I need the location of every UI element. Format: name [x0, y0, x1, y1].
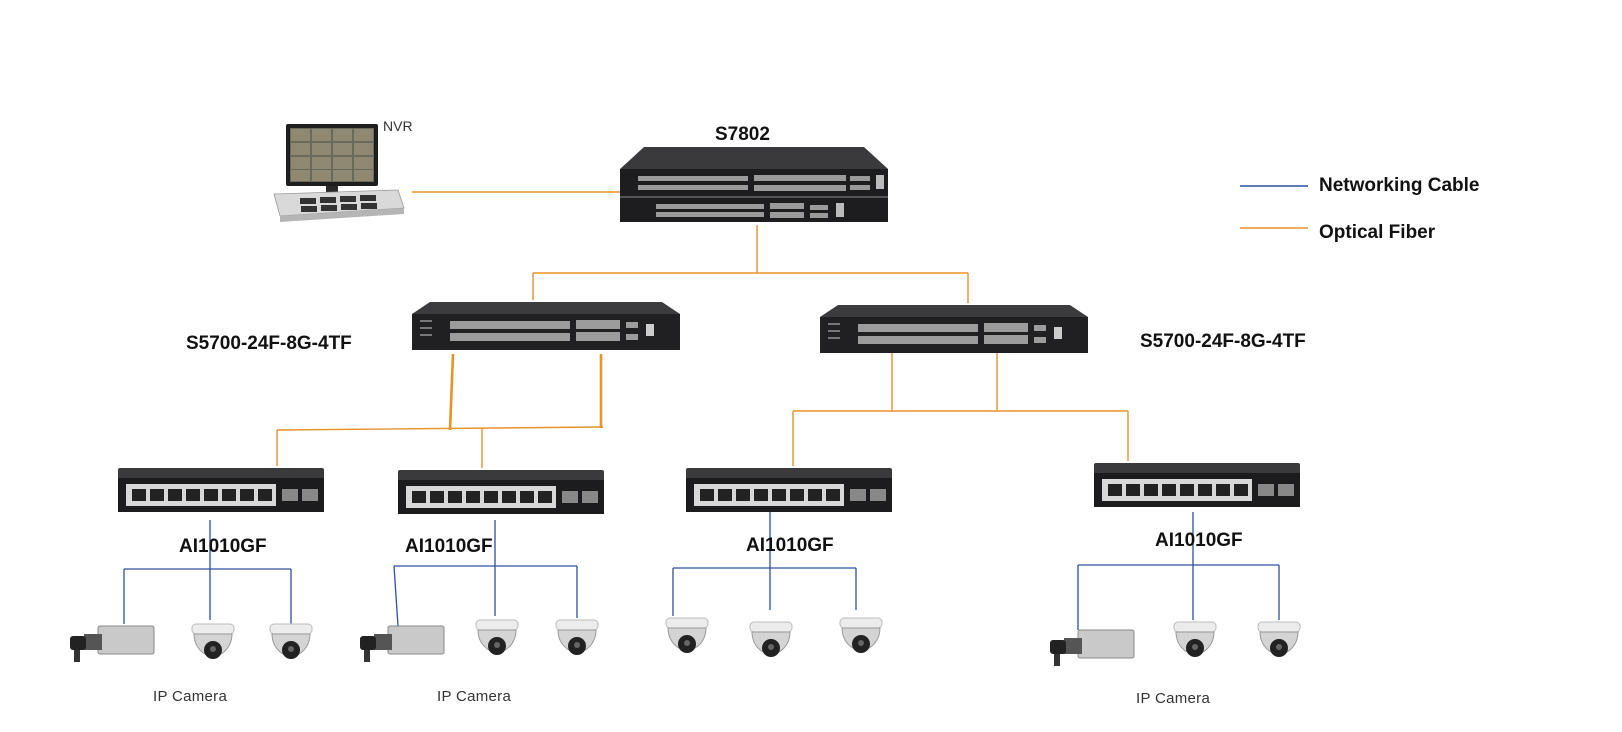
core-switch-label: S7802 [715, 124, 770, 145]
nvr-label: NVR [383, 118, 413, 134]
dome-camera-icon [190, 620, 236, 668]
desktop-switch-icon [1094, 463, 1300, 507]
box-camera-icon [1048, 626, 1138, 672]
camera-group-label-4: IP Camera [1136, 690, 1211, 707]
rack-switch-icon [820, 305, 1088, 353]
legend-swatches [1240, 185, 1308, 229]
aggregation-switch-device-2 [818, 303, 1090, 357]
dome-camera-icon [268, 620, 314, 668]
access-switch-device-4 [1092, 461, 1302, 511]
chassis-switch-icon [620, 147, 888, 222]
dome-camera-icon [838, 614, 884, 662]
dome-camera-icon [664, 614, 710, 662]
nvr-device [270, 118, 410, 226]
camera-group-label-1: IP Camera [153, 688, 228, 705]
dome-camera-icon [748, 618, 794, 666]
desktop-switch-icon [118, 468, 324, 512]
dome-camera-icon [554, 616, 600, 664]
aggregation-switch-label-1: S5700-24F-8G-4TF [186, 333, 352, 354]
dome-camera-icon [474, 616, 520, 664]
aggregation-switch-label-2: S5700-24F-8G-4TF [1140, 331, 1306, 352]
rack-switch-icon [412, 302, 680, 350]
legend-optical-fiber-label: Optical Fiber [1319, 222, 1436, 243]
networking-cable-lines [123, 512, 1280, 630]
optical-fiber-uplinks [448, 353, 603, 431]
nvr-icon [273, 124, 405, 222]
dome-camera-icon [1256, 618, 1302, 666]
access-switch-device-3 [684, 466, 894, 516]
box-camera-icon [68, 622, 158, 668]
access-switch-label-3: AI1010GF [746, 535, 834, 556]
camera-group-label-2: IP Camera [437, 688, 512, 705]
legend-networking-cable-label: Networking Cable [1319, 175, 1480, 196]
access-switch-label-4: AI1010GF [1155, 530, 1243, 551]
core-switch-device [614, 145, 894, 225]
optical-fiber-lines [276, 191, 1129, 468]
access-switch-device-1 [116, 466, 326, 516]
access-switch-label-2: AI1010GF [405, 536, 493, 557]
aggregation-switch-device-1 [410, 300, 682, 354]
access-switch-device-2 [396, 468, 606, 518]
access-switch-label-1: AI1010GF [179, 536, 267, 557]
desktop-switch-icon [398, 470, 604, 514]
box-camera-icon [358, 622, 448, 668]
desktop-switch-icon [686, 468, 892, 512]
dome-camera-icon [1172, 618, 1218, 666]
